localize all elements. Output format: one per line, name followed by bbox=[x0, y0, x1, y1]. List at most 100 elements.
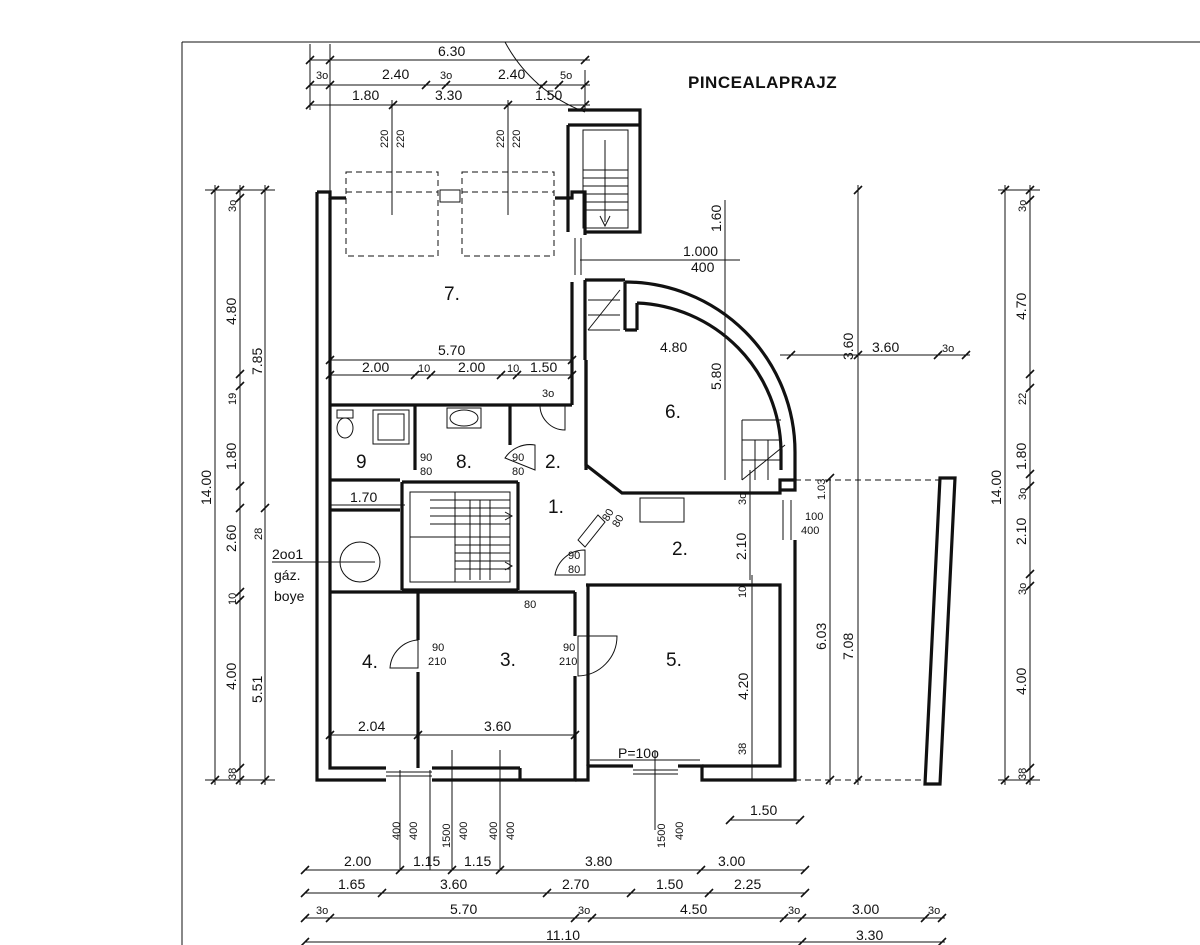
dim-right-total: 14.00 bbox=[988, 470, 1004, 505]
dim-room3-width: 3.60 bbox=[484, 718, 511, 734]
dim-top-r1-0: 3o bbox=[316, 70, 328, 82]
dim-wall-10: 10 bbox=[737, 586, 749, 598]
dim-wall-38: 38 bbox=[737, 743, 749, 755]
room-2a-label: 2. bbox=[545, 452, 561, 473]
dim-b4-1: 3.30 bbox=[856, 927, 883, 943]
door-room3-h: 210 bbox=[559, 656, 577, 668]
dim-r7-split-2: 2.00 bbox=[458, 359, 485, 375]
dim-mid-2: 6.03 bbox=[813, 623, 829, 650]
dim-stair-width: 4.80 bbox=[660, 339, 687, 355]
dim-window-1o03: 1.03 bbox=[816, 479, 828, 500]
dim-top-r1-4: 5o bbox=[560, 70, 572, 82]
dim-mid-0: 3.60 bbox=[840, 333, 856, 360]
win-3: 400 bbox=[458, 822, 470, 840]
win-2: 1500 bbox=[441, 824, 453, 848]
door-room9-w: 90 bbox=[420, 452, 432, 464]
bed-dim-2: 220 bbox=[495, 130, 507, 148]
curved-stair-wall bbox=[585, 278, 797, 481]
dim-top-r1-3: 2.40 bbox=[498, 66, 525, 82]
dim-b2-1: 3.60 bbox=[440, 876, 467, 892]
dim-left-b0: 7.85 bbox=[249, 348, 265, 375]
dim-b3-2: 3o bbox=[578, 905, 590, 917]
dim-bottom-gap: 1.50 bbox=[750, 802, 777, 818]
dim-right-5: 2.10 bbox=[1013, 518, 1029, 545]
dim-parapet: P=10o bbox=[618, 745, 659, 761]
dim-left-a0: 3o bbox=[227, 200, 239, 212]
dim-wall-30-b: 3o bbox=[737, 493, 749, 505]
dimension-ticks bbox=[210, 55, 1035, 945]
boiler-note-0: 2oo1 bbox=[272, 546, 303, 562]
dim-b4-0: 11.10 bbox=[546, 927, 580, 943]
dim-window-r2-0: 100 bbox=[805, 511, 823, 523]
dim-left-b1: 5.51 bbox=[249, 676, 265, 703]
dim-right-1: 4.70 bbox=[1013, 293, 1029, 320]
dim-side-1: 3o bbox=[942, 343, 954, 355]
dim-b2-3: 1.50 bbox=[656, 876, 683, 892]
dim-b1-3: 3.80 bbox=[585, 853, 612, 869]
dim-left-a4: 28 bbox=[253, 528, 265, 540]
room-4-label: 4. bbox=[362, 652, 378, 673]
dim-r7-split-0: 2.00 bbox=[362, 359, 389, 375]
dim-top-r2-1: 3.30 bbox=[435, 87, 462, 103]
dim-room6-height: 5.80 bbox=[708, 363, 724, 390]
beds bbox=[345, 100, 555, 257]
dim-room4-width: 2.04 bbox=[358, 718, 385, 734]
dim-left-a3: 1.80 bbox=[223, 443, 239, 470]
dim-b2-2: 2.70 bbox=[562, 876, 589, 892]
bed-dim-3: 220 bbox=[511, 130, 523, 148]
door-diag-h: 80 bbox=[610, 513, 627, 530]
dim-left-a2: 19 bbox=[227, 393, 239, 405]
dim-room7-width: 5.70 bbox=[438, 342, 465, 358]
dim-corridor-top: 1.60 bbox=[708, 205, 724, 232]
door-hall-w: 90 bbox=[568, 550, 580, 562]
door-diag-w: 80 bbox=[600, 507, 617, 524]
dim-right-2: 22 bbox=[1017, 393, 1029, 405]
door-room9-h: 80 bbox=[420, 466, 432, 478]
dim-b3-4: 3o bbox=[788, 905, 800, 917]
bathroom-fixtures bbox=[336, 407, 482, 583]
dim-left-a1: 4.80 bbox=[223, 298, 239, 325]
dim-left-a7: 4.00 bbox=[223, 663, 239, 690]
door-room4-w: 90 bbox=[432, 642, 444, 654]
door-80: 80 bbox=[524, 599, 536, 611]
boiler-note-1: gáz. bbox=[274, 567, 300, 583]
entrance-stair bbox=[504, 41, 642, 234]
dim-top-r1-1: 2.40 bbox=[382, 66, 409, 82]
dim-r7-split-3: 10 bbox=[507, 363, 519, 375]
dim-room2b-height: 2.10 bbox=[733, 533, 749, 560]
dim-right-4: 3o bbox=[1017, 488, 1029, 500]
dim-b3-3: 4.50 bbox=[680, 901, 707, 917]
dim-top-r1-2: 3o bbox=[440, 70, 452, 82]
room-3-label: 3. bbox=[500, 650, 516, 671]
dim-b3-5: 3.00 bbox=[852, 901, 879, 917]
inner-stair bbox=[409, 491, 514, 583]
dim-right-0: 3o bbox=[1017, 200, 1029, 212]
dim-b1-4: 3.00 bbox=[718, 853, 745, 869]
exterior-walls bbox=[315, 190, 797, 782]
dim-top-overall: 6.30 bbox=[438, 43, 465, 59]
plan-title: PINCEALAPRAJZ bbox=[688, 73, 837, 92]
dim-right-7: 4.00 bbox=[1013, 668, 1029, 695]
win-4: 400 bbox=[488, 822, 500, 840]
dim-b2-4: 2.25 bbox=[734, 876, 761, 892]
door-room8-w: 90 bbox=[512, 452, 524, 464]
dim-left-total: 14.00 bbox=[198, 470, 214, 505]
boiler-note-2: boye bbox=[274, 588, 305, 604]
win-6: 1500 bbox=[656, 824, 668, 848]
door-hall-h: 80 bbox=[568, 564, 580, 576]
win-1: 400 bbox=[408, 822, 420, 840]
dim-room9-width: 1.70 bbox=[350, 489, 377, 505]
room-8-label: 8. bbox=[456, 452, 472, 473]
dim-right-6: 3o bbox=[1017, 583, 1029, 595]
win-0: 400 bbox=[391, 822, 403, 840]
bed-dim-1: 220 bbox=[395, 130, 407, 148]
dim-b3-1: 5.70 bbox=[450, 901, 477, 917]
desk bbox=[639, 497, 685, 523]
room-6-label: 6. bbox=[665, 402, 681, 423]
dim-b1-0: 2.00 bbox=[344, 853, 371, 869]
door-room4-h: 210 bbox=[428, 656, 446, 668]
win-7: 400 bbox=[674, 822, 686, 840]
dim-window-top-0: 1.000 bbox=[683, 243, 718, 259]
room-1-label: 1. bbox=[548, 497, 564, 518]
door-room8-h: 80 bbox=[512, 466, 524, 478]
